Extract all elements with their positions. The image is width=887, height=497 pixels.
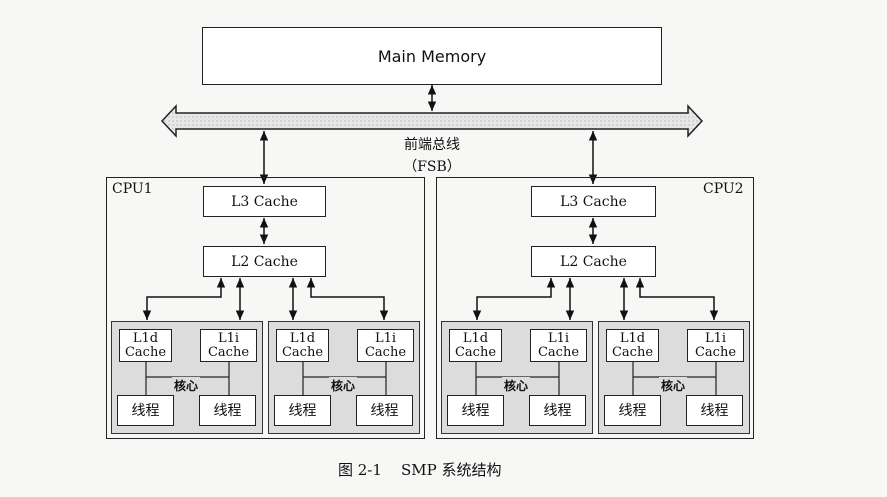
cpu1-label: CPU1 <box>112 181 153 197</box>
cpu2-l2-label: L2 Cache <box>560 253 627 270</box>
cpu1-package <box>106 177 425 439</box>
cpu2-core1-l1d-cache: L1d Cache <box>449 329 502 362</box>
cpu1-core2-l1i-cache: L1i Cache <box>357 329 414 362</box>
main-memory-box: Main Memory <box>202 27 662 85</box>
cpu1-core2-thread-a: 线程 <box>274 395 331 426</box>
cpu2-core2-label: 核心 <box>659 377 688 394</box>
cpu2-core1-label: 核心 <box>502 377 531 394</box>
cpu1-core1-thread-a: 线程 <box>117 395 174 426</box>
l2-l1d-arrow-cpu2-core1 <box>472 278 556 320</box>
front-side-bus <box>160 104 704 138</box>
cpu2-l3-label: L3 Cache <box>560 193 627 210</box>
cpu1-l2-label: L2 Cache <box>231 253 298 270</box>
cpu1-core2-thread-b: 线程 <box>356 395 413 426</box>
l2-l1i-arrow-cpu1-core2 <box>306 278 389 320</box>
cpu2-package <box>436 177 754 439</box>
cpu2-l3-cache: L3 Cache <box>531 186 656 217</box>
cpu1-core2: L1d Cache L1i Cache 核心 线程 线程 <box>268 321 420 434</box>
cpu2-core2-thread-b: 线程 <box>686 395 743 426</box>
cpu1-core1: L1d Cache L1i Cache 核心 线程 线程 <box>111 321 263 434</box>
cpu1-l3-cache: L3 Cache <box>203 186 326 217</box>
main-memory-label: Main Memory <box>377 46 487 66</box>
cpu2-core1-thread-b: 线程 <box>529 395 586 426</box>
cpu1-core2-label: 核心 <box>329 377 358 394</box>
cpu2-core2-thread-a: 线程 <box>604 395 661 426</box>
cpu1-core2-l1d-cache: L1d Cache <box>276 329 329 362</box>
cpu2-core1: L1d Cache L1i Cache 核心 线程 线程 <box>441 321 593 434</box>
cpu2-core1-l1i-cache: L1i Cache <box>530 329 587 362</box>
cpu1-core1-l1d-cache: L1d Cache <box>119 329 172 362</box>
bus-label: 前端总线 <box>404 137 460 153</box>
cpu1-core1-thread-b: 线程 <box>199 395 256 426</box>
cpu2-label: CPU2 <box>703 181 744 197</box>
figure-caption: 图 2-1 SMP 系统结构 <box>338 461 502 479</box>
l2-l1i-arrow-cpu2-core2 <box>635 278 719 320</box>
bus-sublabel: （FSB） <box>403 159 461 175</box>
l2-l1d-arrow-cpu1-core1 <box>142 278 226 320</box>
cpu2-core2-l1d-cache: L1d Cache <box>606 329 659 362</box>
cpu2-core2: L1d Cache L1i Cache 核心 线程 线程 <box>598 321 750 434</box>
cpu1-l3-label: L3 Cache <box>231 193 298 210</box>
cpu2-core2-l1i-cache: L1i Cache <box>687 329 744 362</box>
cpu1-core1-label: 核心 <box>172 377 201 394</box>
cpu2-core1-thread-a: 线程 <box>447 395 504 426</box>
cpu2-l2-cache: L2 Cache <box>531 246 656 277</box>
cpu1-core1-l1i-cache: L1i Cache <box>200 329 257 362</box>
cpu1-l2-cache: L2 Cache <box>203 246 326 277</box>
